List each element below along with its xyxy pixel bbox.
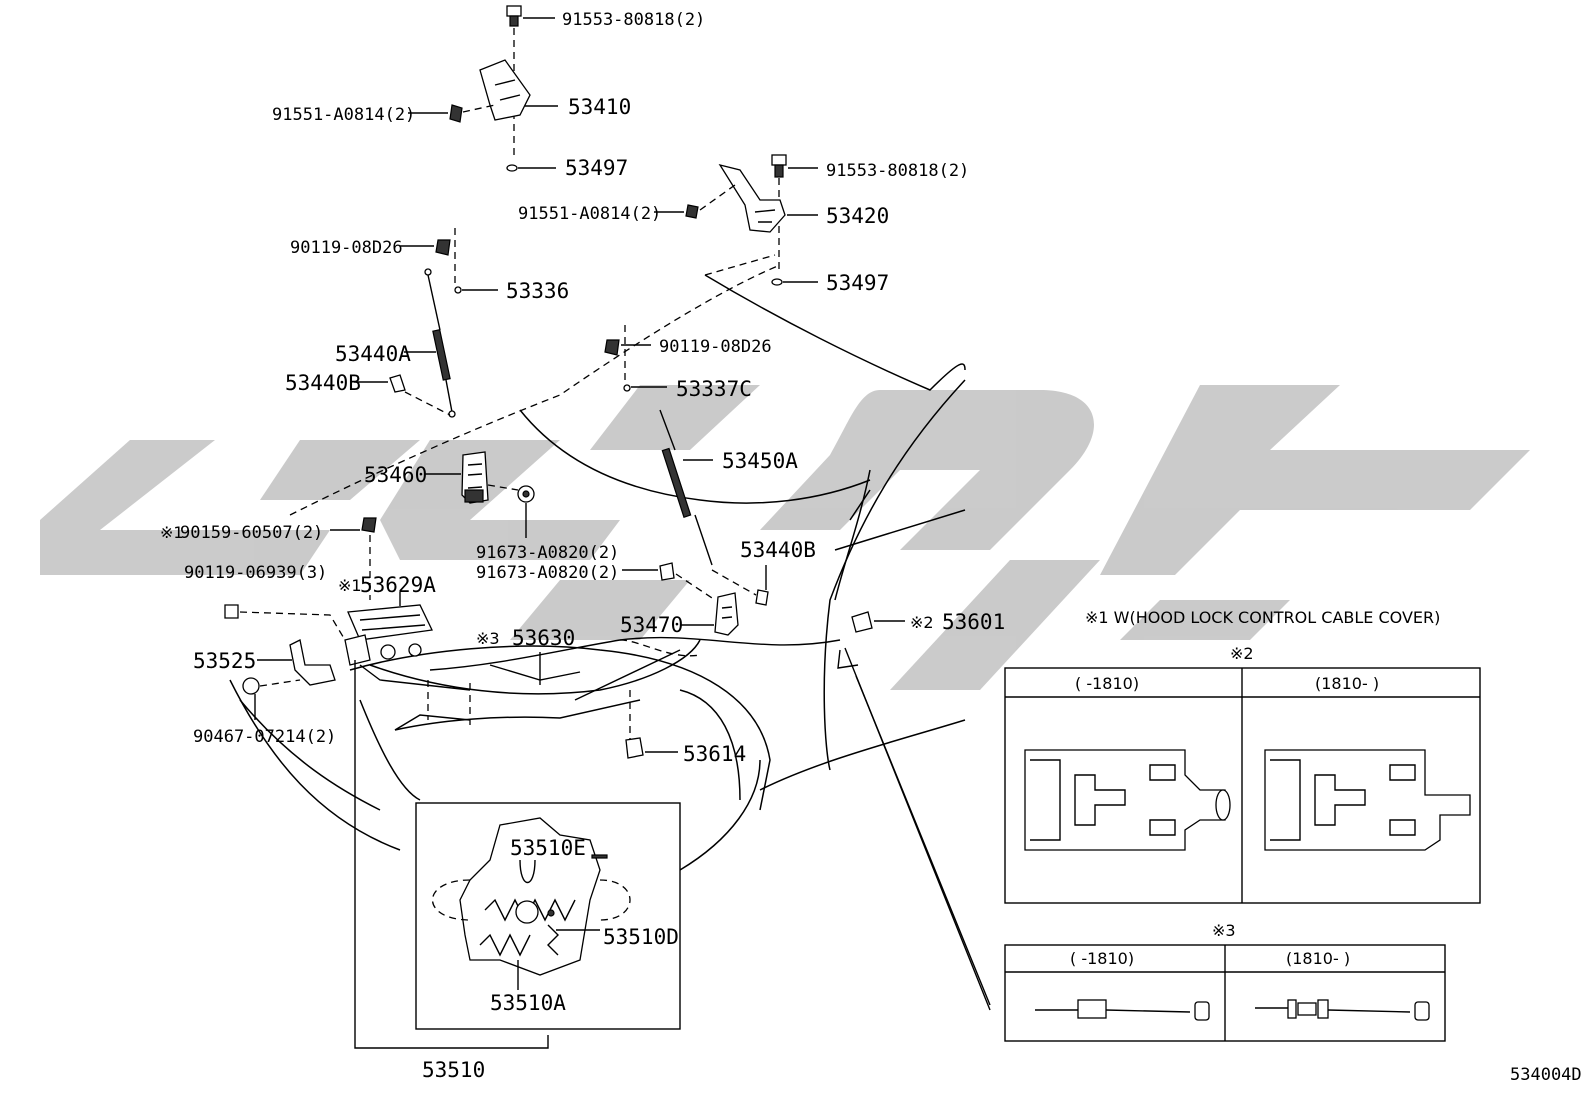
legend-note2-col2: (1810- )	[1315, 674, 1379, 693]
label-cable-note: ※3	[476, 629, 500, 648]
label-stud-left: 90119-08D26	[290, 238, 403, 258]
label-nut: 90467-07214(2)	[193, 727, 336, 747]
label-stud-right: 90119-08D26	[659, 337, 772, 357]
label-screw-striker: 91673-A0820(2)	[476, 543, 619, 563]
part-labels: 91553-80818(2) 91551-A0814(2) 53410 5349…	[160, 10, 1582, 1085]
label-hook: 53470	[620, 613, 683, 637]
legend-note2-col1: ( -1810)	[1075, 674, 1139, 693]
hinge-right	[654, 154, 818, 286]
legend-note3-mark: ※3	[1212, 921, 1236, 940]
hood-support-right	[604, 325, 769, 606]
label-bolt-top-left: 91553-80818(2)	[562, 10, 705, 30]
car-body-outline	[229, 264, 966, 871]
label-cushion-left: 53440B	[285, 371, 361, 395]
label-bolt-side-left: 91551-A0814(2)	[272, 105, 415, 125]
label-bolt-side-right: 91551-A0814(2)	[518, 204, 661, 224]
label-cable-part: 53630	[512, 626, 575, 650]
label-screw-hook: 91673-A0820(2)	[476, 563, 619, 583]
label-cover-part: 53629A	[360, 573, 436, 597]
lock-detail-box	[415, 802, 681, 1030]
label-hinge-left: 53410	[568, 95, 631, 119]
label-support-left: 53440A	[335, 342, 411, 366]
label-lock-sub-e: 53510E	[510, 836, 586, 860]
label-bracket-left: 53336	[506, 279, 569, 303]
legend-note1: ※1 W(HOOD LOCK CONTROL CABLE COVER)	[1085, 608, 1440, 627]
label-lock-sub-a: 53510A	[490, 991, 566, 1015]
label-lock-sub-d: 53510D	[603, 925, 679, 949]
label-lock-assy: 53510	[422, 1058, 485, 1082]
legend-note3-col1: ( -1810)	[1070, 949, 1134, 968]
label-clip-part: 90159-60507(2)	[180, 523, 323, 543]
legend-table-3	[1004, 944, 1446, 1042]
label-release-lever: 53525	[193, 649, 256, 673]
label-hinge-right: 53420	[826, 204, 889, 228]
label-bolt-top-right: 91553-80818(2)	[826, 161, 969, 181]
legend-table-2	[1004, 667, 1481, 904]
hinge-left	[408, 5, 558, 172]
label-support-right: 53450A	[722, 449, 798, 473]
legend-note2-mark: ※2	[1230, 644, 1254, 663]
label-bracket-right: 53337C	[676, 377, 752, 401]
label-bolt-lock: 90119-06939(3)	[184, 563, 327, 583]
label-washer-left: 53497	[565, 156, 628, 180]
label-handle-note: ※2	[910, 613, 934, 632]
label-diagram-id: 534004D	[1510, 1065, 1582, 1085]
label-cover-note: ※1	[338, 576, 362, 595]
label-clip-note: ※1	[160, 523, 184, 542]
hood-lock-area	[224, 517, 549, 1049]
legend-note3-col2: (1810- )	[1286, 949, 1350, 968]
watermark-logo	[40, 385, 1530, 690]
label-cushion-right: 53440B	[740, 538, 816, 562]
label-lock-striker: 53460	[364, 463, 427, 487]
release-cable	[429, 562, 991, 1011]
lock-striker	[425, 451, 535, 538]
label-washer-right: 53497	[826, 271, 889, 295]
label-clamp: 53614	[683, 742, 746, 766]
hood-support-left	[354, 228, 498, 418]
legend-labels: ※1 W(HOOD LOCK CONTROL CABLE COVER) ※2 (…	[1070, 608, 1440, 968]
label-handle-part: 53601	[942, 610, 1005, 634]
